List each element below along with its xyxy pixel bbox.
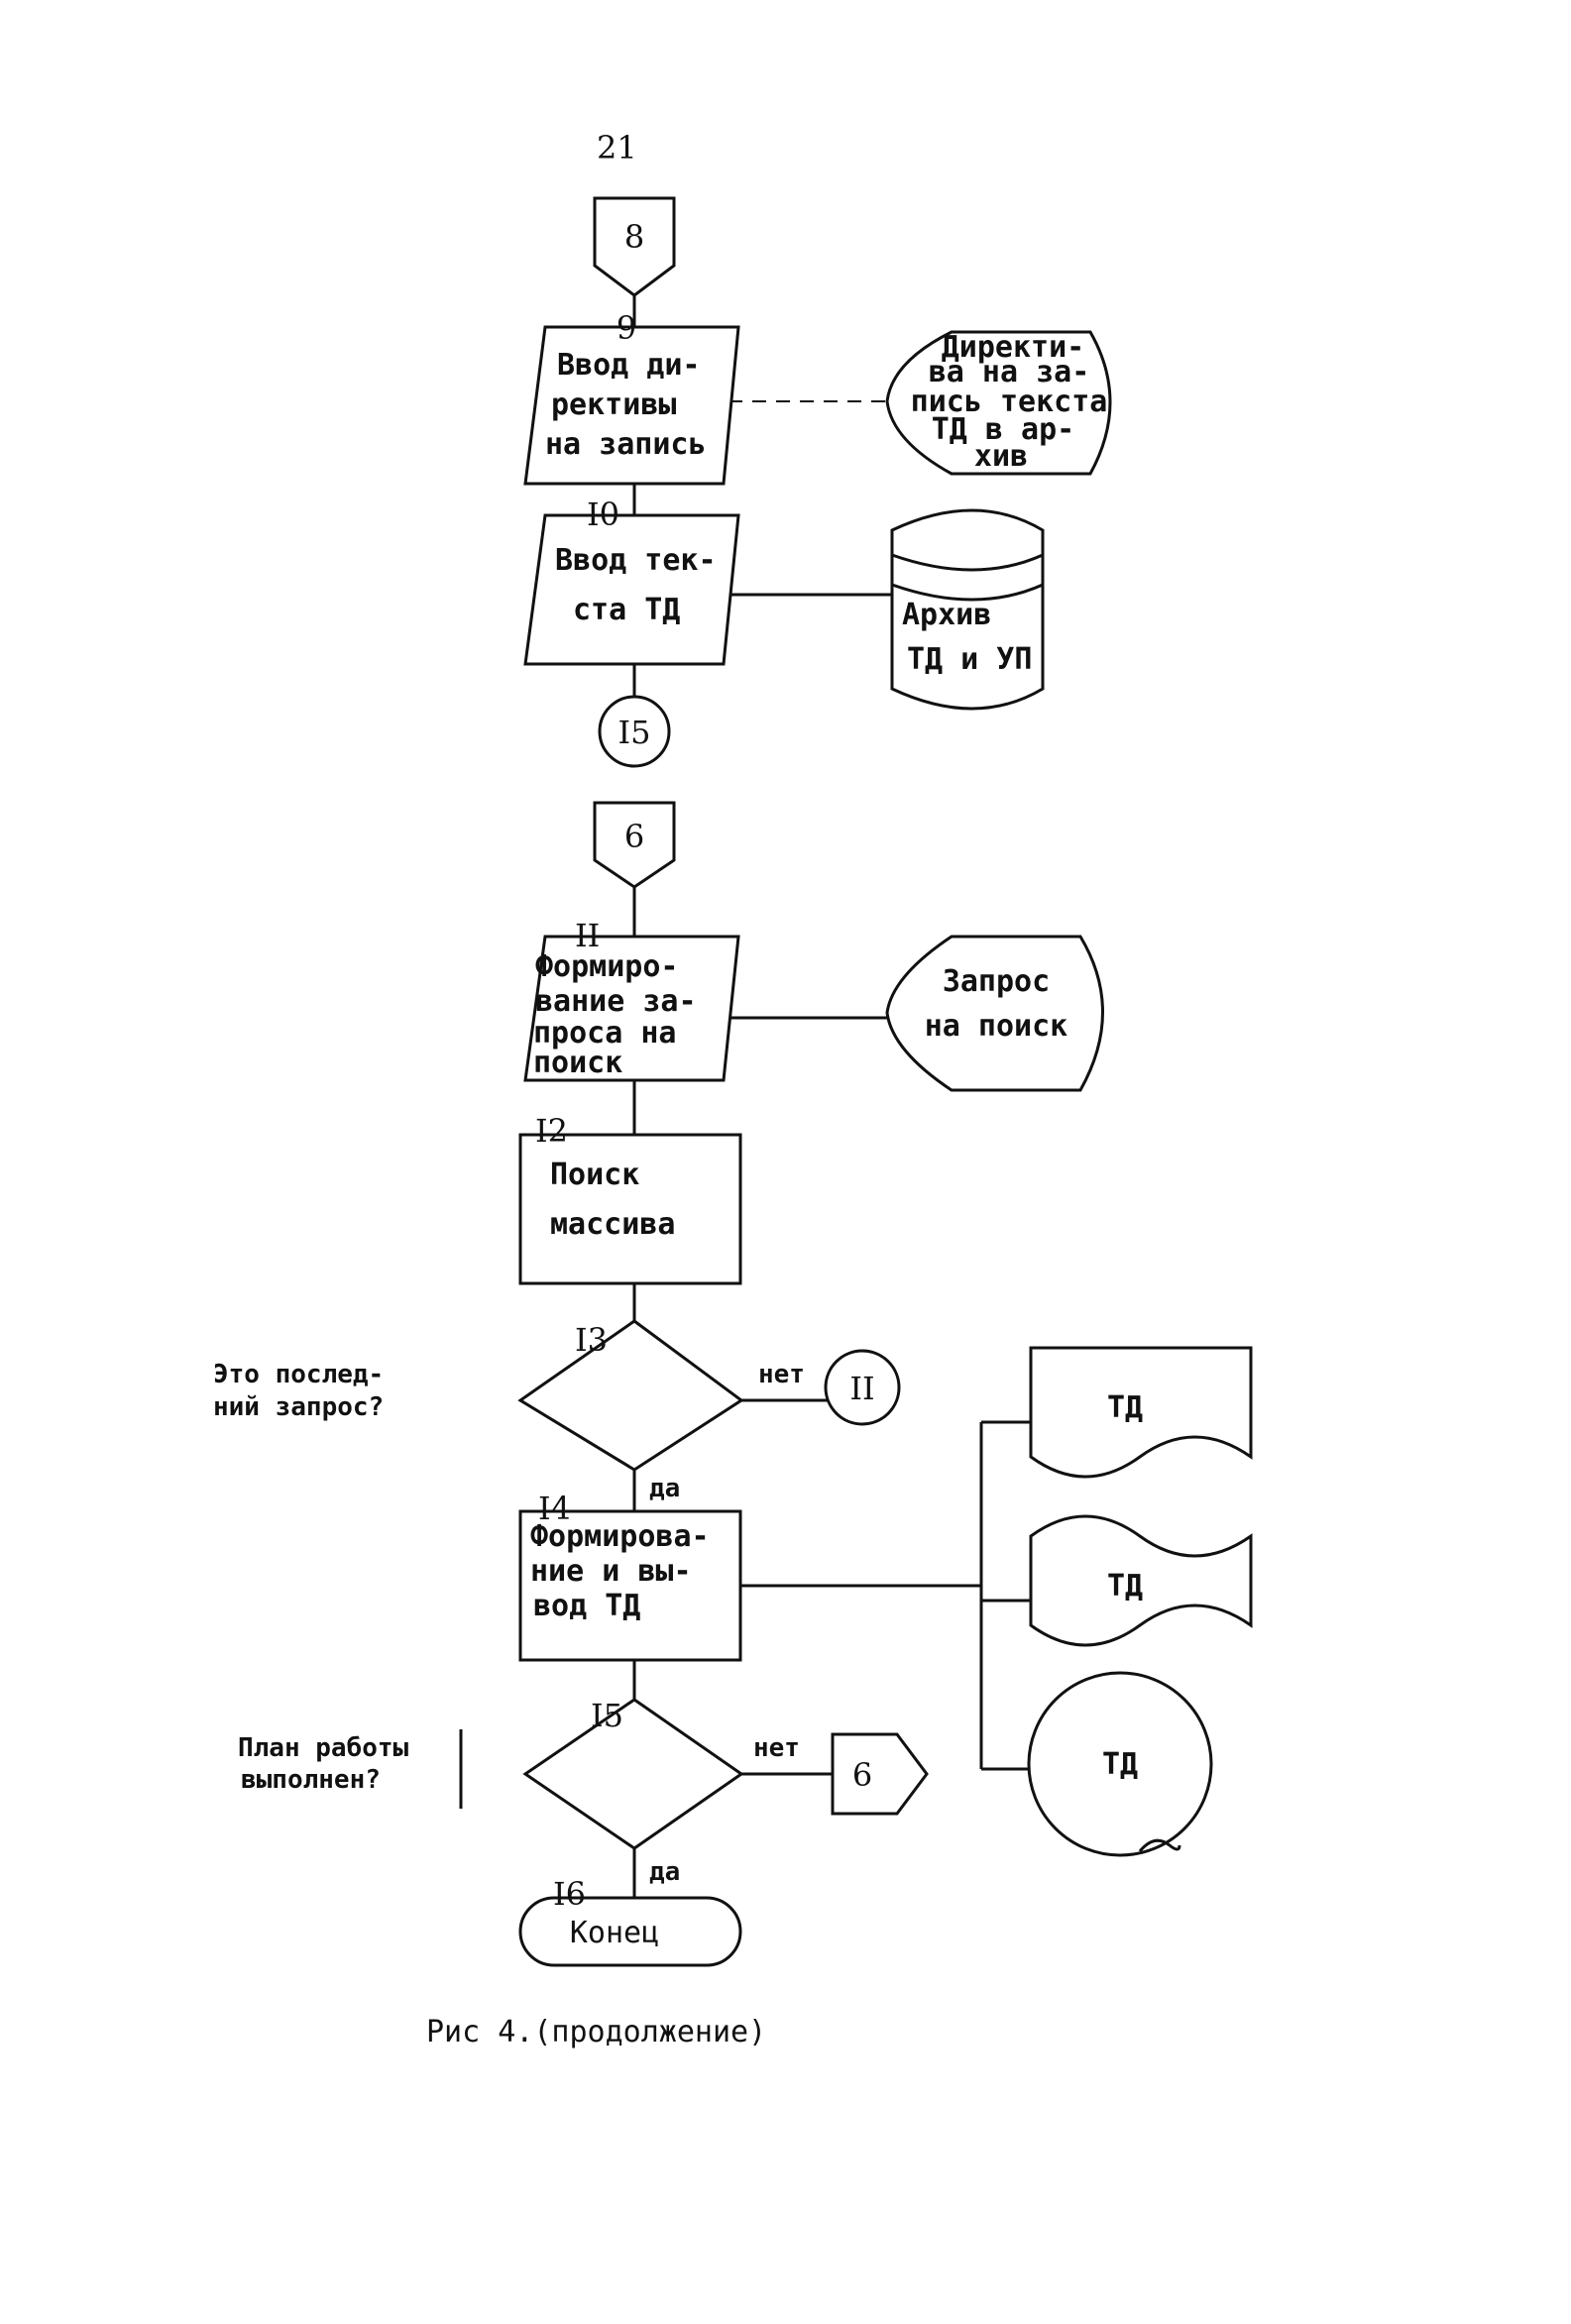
query-line-2: на поиск	[925, 1009, 1068, 1044]
connector-8-label: 8	[624, 218, 644, 256]
block-13-number: I3	[575, 1321, 608, 1359]
block-14-line-3: вод ТД	[533, 1589, 640, 1623]
query-line-1: Запрос	[943, 964, 1050, 999]
block-12-line-1: Поиск	[550, 1158, 639, 1192]
block-12-line-2: массива	[550, 1207, 675, 1242]
block-16-label: Конец	[570, 1916, 659, 1950]
block-13-question-line-1: Это послед-	[213, 1360, 384, 1389]
connector-15-label: I5	[618, 714, 651, 751]
block-14-form-output: I4 Формирова- ние и вы- вод ТД	[518, 1490, 742, 1662]
connector-15: I5	[598, 695, 671, 768]
block-11-line-2: вание за-	[535, 984, 697, 1019]
directive-display: Директи- ва на за- пись текста ТД в ар- …	[885, 330, 1112, 476]
block-9-line-3: на запись	[545, 427, 707, 462]
block-10-line-2: ста ТД	[573, 593, 680, 627]
block-14-line-1: Формирова-	[530, 1519, 710, 1554]
block-12-number: I2	[535, 1112, 568, 1150]
block-10-input-text: I0 Ввод тек- ста ТД	[523, 496, 740, 666]
connector-6-label: 6	[624, 818, 644, 855]
archive-storage: Архив ТД и УП	[890, 508, 1045, 711]
figure-caption: Рис 4.(продолжение)	[426, 2015, 766, 2049]
output-document: ТД	[1029, 1346, 1253, 1479]
connector-11-label: II	[849, 1370, 874, 1407]
block-15-yes-label: да	[649, 1857, 680, 1887]
block-13-question-line-2: ний запрос?	[213, 1392, 384, 1422]
block-14-number: I4	[538, 1490, 571, 1527]
block-11-line-4: поиск	[533, 1046, 622, 1080]
directive-line-3: пись текста	[911, 385, 1108, 419]
block-16-end: I6 Конец	[518, 1875, 742, 1967]
output-punched-tape: ТД	[1029, 1514, 1253, 1647]
archive-line-1: Архив	[902, 598, 991, 632]
block-10-line-1: Ввод тек-	[555, 543, 717, 578]
block-14-line-2: ние и вы-	[530, 1554, 692, 1589]
block-9-line-2: рективы	[551, 387, 676, 422]
archive-line-2: ТД и УП	[907, 642, 1032, 677]
block-12-search-array: I2 Поиск массива	[518, 1112, 742, 1285]
block-15-question-line-2: выполнен?	[241, 1765, 381, 1795]
connector-6-out-label: 6	[852, 1756, 872, 1794]
block-16-number: I6	[553, 1875, 586, 1913]
block-10-number: I0	[587, 496, 619, 533]
directive-line-1: Директи-	[942, 330, 1085, 365]
output-tape-label: ТД	[1107, 1569, 1143, 1604]
offpage-connector-6: 6	[593, 801, 676, 889]
block-9-number: 9	[617, 309, 636, 347]
block-9-input-directive: 9 Ввод ди- рективы на запись	[523, 309, 740, 486]
offpage-connector-8: 8	[593, 196, 676, 297]
directive-line-4: ТД в ар-	[932, 412, 1075, 447]
block-13-no-label: нет	[758, 1360, 805, 1389]
block-11-number: II	[575, 917, 600, 954]
output-magnetic-tape: ТД	[1027, 1671, 1213, 1857]
output-magnetic-label: ТД	[1102, 1747, 1138, 1782]
output-document-label: ТД	[1107, 1390, 1143, 1425]
block-15-no-label: нет	[753, 1733, 800, 1763]
block-11-line-1: Формиро-	[535, 949, 679, 984]
block-15-decision-plan-done: I5 План работы выполнен? нет да	[238, 1697, 800, 1887]
block-15-number: I5	[591, 1697, 623, 1734]
directive-line-2: ва на за-	[929, 355, 1090, 389]
block-13-decision-last-request: I3 Это послед- ний запрос? нет да	[213, 1319, 805, 1503]
query-display: Запрос на поиск	[885, 935, 1104, 1092]
flow-lines	[632, 295, 1031, 1898]
block-9-line-1: Ввод ди-	[557, 348, 701, 383]
connector-11: II	[824, 1349, 901, 1426]
block-15-question-line-1: План работы	[238, 1733, 409, 1763]
block-13-yes-label: да	[649, 1474, 680, 1503]
offpage-connector-6-out: 6	[831, 1732, 929, 1816]
page-number: 21	[597, 129, 637, 166]
block-11-form-request: II Формиро- вание за- проса на поиск	[523, 917, 740, 1082]
block-11-line-3: проса на	[533, 1016, 677, 1051]
directive-line-5: хив	[974, 439, 1028, 474]
